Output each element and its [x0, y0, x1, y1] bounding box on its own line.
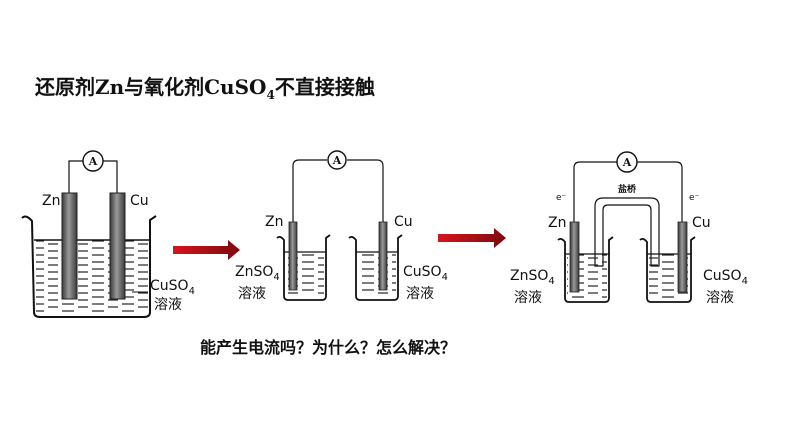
- zinc-electrode: [61, 192, 78, 300]
- wire-right: [637, 161, 683, 222]
- cuso4-word: 溶液: [406, 286, 434, 302]
- diagram-salt-bridge: A e⁻ e⁻ 盐桥 Zn Cu ZnSO4 溶液 CuSO4 溶液: [510, 151, 748, 306]
- wire-left: [68, 160, 83, 195]
- zn-label: Zn: [42, 193, 60, 209]
- beaker-left: [557, 236, 614, 303]
- beaker: [21, 215, 157, 318]
- diagram-two-beakers: A Zn Cu ZnSO4 溶液 CuSO4 溶液: [235, 150, 448, 302]
- wire-right: [103, 160, 118, 195]
- ammeter-label: A: [332, 154, 342, 167]
- electron-left-label: e⁻: [556, 193, 567, 203]
- beaker-right: [348, 234, 403, 301]
- cu-label: Cu: [394, 214, 413, 230]
- cuso4-label: CuSO4: [703, 268, 748, 287]
- cuso4-liquid: [358, 252, 396, 296]
- cuso4-label: CuSO4: [403, 264, 448, 283]
- copper-electrode: [109, 192, 126, 300]
- wire-left: [573, 161, 617, 222]
- copper-electrode: [378, 221, 388, 291]
- ammeter-icon: [82, 150, 104, 172]
- beaker-right: [639, 236, 696, 303]
- zn-label: Zn: [548, 215, 566, 231]
- cu-label: Cu: [130, 193, 149, 209]
- slide-title: 还原剂Zn与氧化剂CuSO4不直接接触: [35, 71, 375, 102]
- zinc-electrode: [569, 221, 580, 293]
- zinc-electrode: [288, 221, 298, 291]
- diagram-single-beaker: A Zn Cu CuSO4 溶液: [21, 150, 195, 318]
- wire-left: [292, 159, 327, 222]
- title-text: 还原剂Zn与氧化剂CuSO: [35, 75, 267, 99]
- title-subscript: 4: [266, 88, 275, 102]
- title-suffix: 不直接接触: [274, 75, 375, 99]
- znso4-label: ZnSO4: [510, 268, 555, 287]
- wire-right: [347, 159, 384, 222]
- ammeter-icon: [327, 150, 347, 170]
- ammeter-label: A: [622, 156, 632, 169]
- question-text: 能产生电流吗？为什么？怎么解决？: [200, 338, 457, 357]
- znso4-label: ZnSO4: [235, 264, 280, 283]
- zn-label: Zn: [265, 214, 283, 230]
- znso4-word: 溶液: [514, 290, 542, 306]
- cu-label: Cu: [692, 215, 711, 231]
- ammeter-label: A: [88, 155, 98, 168]
- electron-right-label: e⁻: [689, 193, 700, 203]
- solution-word: 溶液: [154, 297, 182, 313]
- znso4-word: 溶液: [238, 286, 266, 302]
- salt-bridge-label: 盐桥: [618, 183, 637, 195]
- copper-electrode: [677, 221, 688, 293]
- arrow-right-icon: [173, 240, 240, 260]
- arrow-right-icon: [438, 228, 506, 248]
- cuso4-word: 溶液: [706, 290, 734, 306]
- beaker-left: [276, 234, 331, 301]
- ammeter-icon: [616, 151, 638, 173]
- solution-liquid: [36, 240, 148, 312]
- solution-label: CuSO4: [150, 278, 195, 297]
